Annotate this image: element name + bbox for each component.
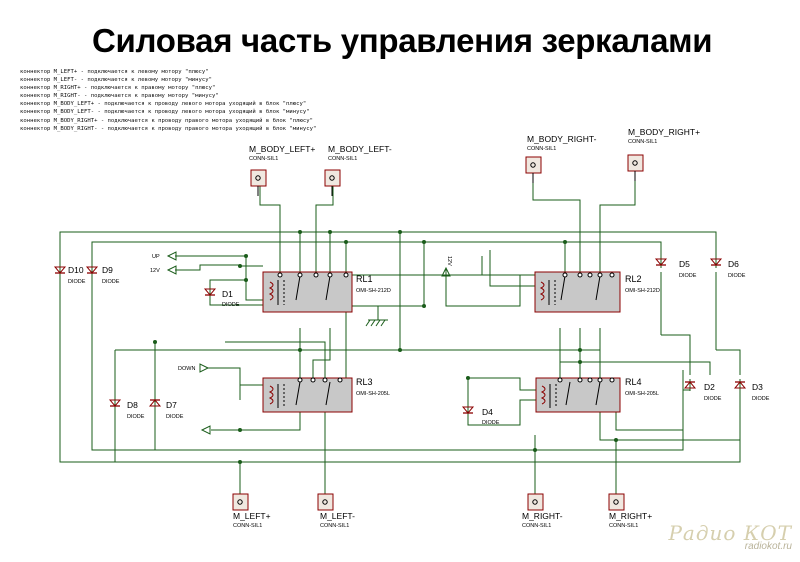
note-line: коннектор M_LEFT- - подключается к левом…: [20, 77, 212, 84]
connector-name: M_LEFT-: [320, 511, 355, 521]
diode-part: DIODE: [728, 273, 746, 279]
connector-left-minus: M_LEFT- CONN-SIL1: [317, 493, 355, 529]
diode-d10: D10 DIODE: [54, 263, 86, 285]
diode-part: DIODE: [222, 302, 240, 308]
diode-name: D9: [102, 265, 113, 275]
connector-name: M_BODY_LEFT-: [328, 144, 392, 154]
diode-d8: D8 DIODE: [109, 396, 145, 420]
connector-name: M_RIGHT+: [609, 511, 652, 521]
relay-rl3: RL3 OMI-SH-205L: [262, 377, 390, 413]
relay-part: OMI-SH-205L: [625, 391, 659, 397]
diode-d1: D1 DIODE: [204, 285, 240, 308]
connector-name: M_BODY_LEFT+: [249, 144, 315, 154]
connector-body-right-plus: M_BODY_RIGHT+ CONN-SIL1: [627, 127, 700, 181]
diode-part: DIODE: [679, 273, 697, 279]
note-line: коннектор M_RIGHT+ - подключается к прав…: [20, 85, 216, 92]
watermark-url: radiokot.ru: [744, 541, 792, 552]
connector-notes: коннектор M_LEFT+ - подключается к левом…: [20, 68, 316, 133]
up-net: UP: [152, 251, 177, 261]
diode-name: D8: [127, 400, 138, 410]
v12-mid-net: 12V: [441, 256, 452, 277]
diode-d3: D3 DIODE: [734, 378, 770, 402]
diode-name: D3: [752, 382, 763, 392]
relay-part: OMI-SH-212D: [356, 288, 391, 294]
site-watermark: Радио КОТ radiokot.ru: [668, 521, 792, 552]
connector-body-left-minus: M_BODY_LEFT- CONN-SIL1: [324, 144, 392, 196]
junction-dots: [153, 230, 618, 464]
diode-name: D6: [728, 259, 739, 269]
connector-right-minus: M_RIGHT- CONN-SIL1: [522, 493, 563, 529]
connector-part: CONN-SIL1: [527, 146, 556, 152]
diode-d5: D5 DIODE: [655, 255, 697, 279]
relay-rl1: RL1 OMI-SH-212D: [262, 271, 391, 313]
arrow-left-net: [200, 425, 211, 435]
relay-rl4: RL4 OMI-SH-205L: [535, 377, 659, 413]
relay-part: OMI-SH-205L: [356, 391, 390, 397]
diode-part: DIODE: [102, 279, 120, 285]
v12-left-net: 12V: [150, 265, 177, 275]
ground-symbol: [365, 319, 388, 327]
diode-d6: D6 DIODE: [710, 255, 746, 279]
connector-part: CONN-SIL1: [609, 523, 638, 529]
relay-name: RL4: [625, 377, 642, 387]
diode-d9: D9 DIODE: [86, 263, 120, 285]
relay-name: RL2: [625, 274, 642, 284]
diode-name: D5: [679, 259, 690, 269]
diode-name: D10: [68, 265, 84, 275]
diode-part: DIODE: [68, 279, 86, 285]
note-line: коннектор M_BODY_RIGHT+ - подключается к…: [20, 117, 313, 124]
connector-part: CONN-SIL1: [522, 523, 551, 529]
connector-name: M_LEFT+: [233, 511, 271, 521]
connector-left-plus: M_LEFT+ CONN-SIL1: [232, 493, 271, 529]
diode-part: DIODE: [482, 420, 500, 426]
relay-part: OMI-SH-212D: [625, 288, 660, 294]
diode-d4: D4 DIODE: [462, 403, 500, 426]
note-line: коннектор M_BODY_LEFT- - подключается к …: [20, 109, 310, 116]
v12-mid-net-label: 12V: [446, 256, 452, 266]
relay-name: RL3: [356, 377, 373, 387]
connector-body-left-plus: M_BODY_LEFT+ CONN-SIL1: [249, 144, 315, 196]
down-net-label: DOWN: [178, 366, 195, 372]
connector-name: M_BODY_RIGHT-: [527, 134, 597, 144]
watermark-logo-text: Радио КОТ: [668, 521, 792, 545]
diode-part: DIODE: [127, 414, 145, 420]
wires: [59, 172, 741, 495]
diode-part: DIODE: [704, 396, 722, 402]
note-line: коннектор M_BODY_RIGHT- - подключается к…: [20, 125, 317, 132]
connector-body-right-minus: M_BODY_RIGHT- CONN-SIL1: [525, 134, 597, 183]
connector-part: CONN-SIL1: [233, 523, 262, 529]
relay-rl2: RL2 OMI-SH-212D: [534, 271, 660, 313]
diode-name: D7: [166, 400, 177, 410]
down-net: DOWN: [178, 363, 210, 373]
connector-part: CONN-SIL1: [328, 156, 357, 162]
diode-d2: D2 DIODE: [684, 378, 722, 402]
connector-name: M_BODY_RIGHT+: [628, 127, 700, 137]
diode-name: D1: [222, 289, 233, 299]
connector-part: CONN-SIL1: [320, 523, 349, 529]
note-line: коннектор M_BODY_LEFT+ - подключается к …: [20, 101, 307, 108]
relay-name: RL1: [356, 274, 373, 284]
diode-part: DIODE: [752, 396, 770, 402]
diode-part: DIODE: [166, 414, 184, 420]
up-net-label: UP: [152, 254, 160, 260]
diode-d7: D7 DIODE: [149, 396, 184, 420]
connector-right-plus: M_RIGHT+ CONN-SIL1: [608, 493, 652, 529]
page-title: Силовая часть управления зеркалами: [92, 22, 713, 59]
connector-name: M_RIGHT-: [522, 511, 563, 521]
diode-name: D2: [704, 382, 715, 392]
v12-left-net-label: 12V: [150, 268, 160, 274]
connector-part: CONN-SIL1: [249, 156, 278, 162]
diode-name: D4: [482, 407, 493, 417]
connector-part: CONN-SIL1: [628, 139, 657, 145]
note-line: коннектор M_RIGHT- - подключается к прав…: [20, 93, 219, 100]
note-line: коннектор M_LEFT+ - подключается к левом…: [20, 69, 209, 75]
